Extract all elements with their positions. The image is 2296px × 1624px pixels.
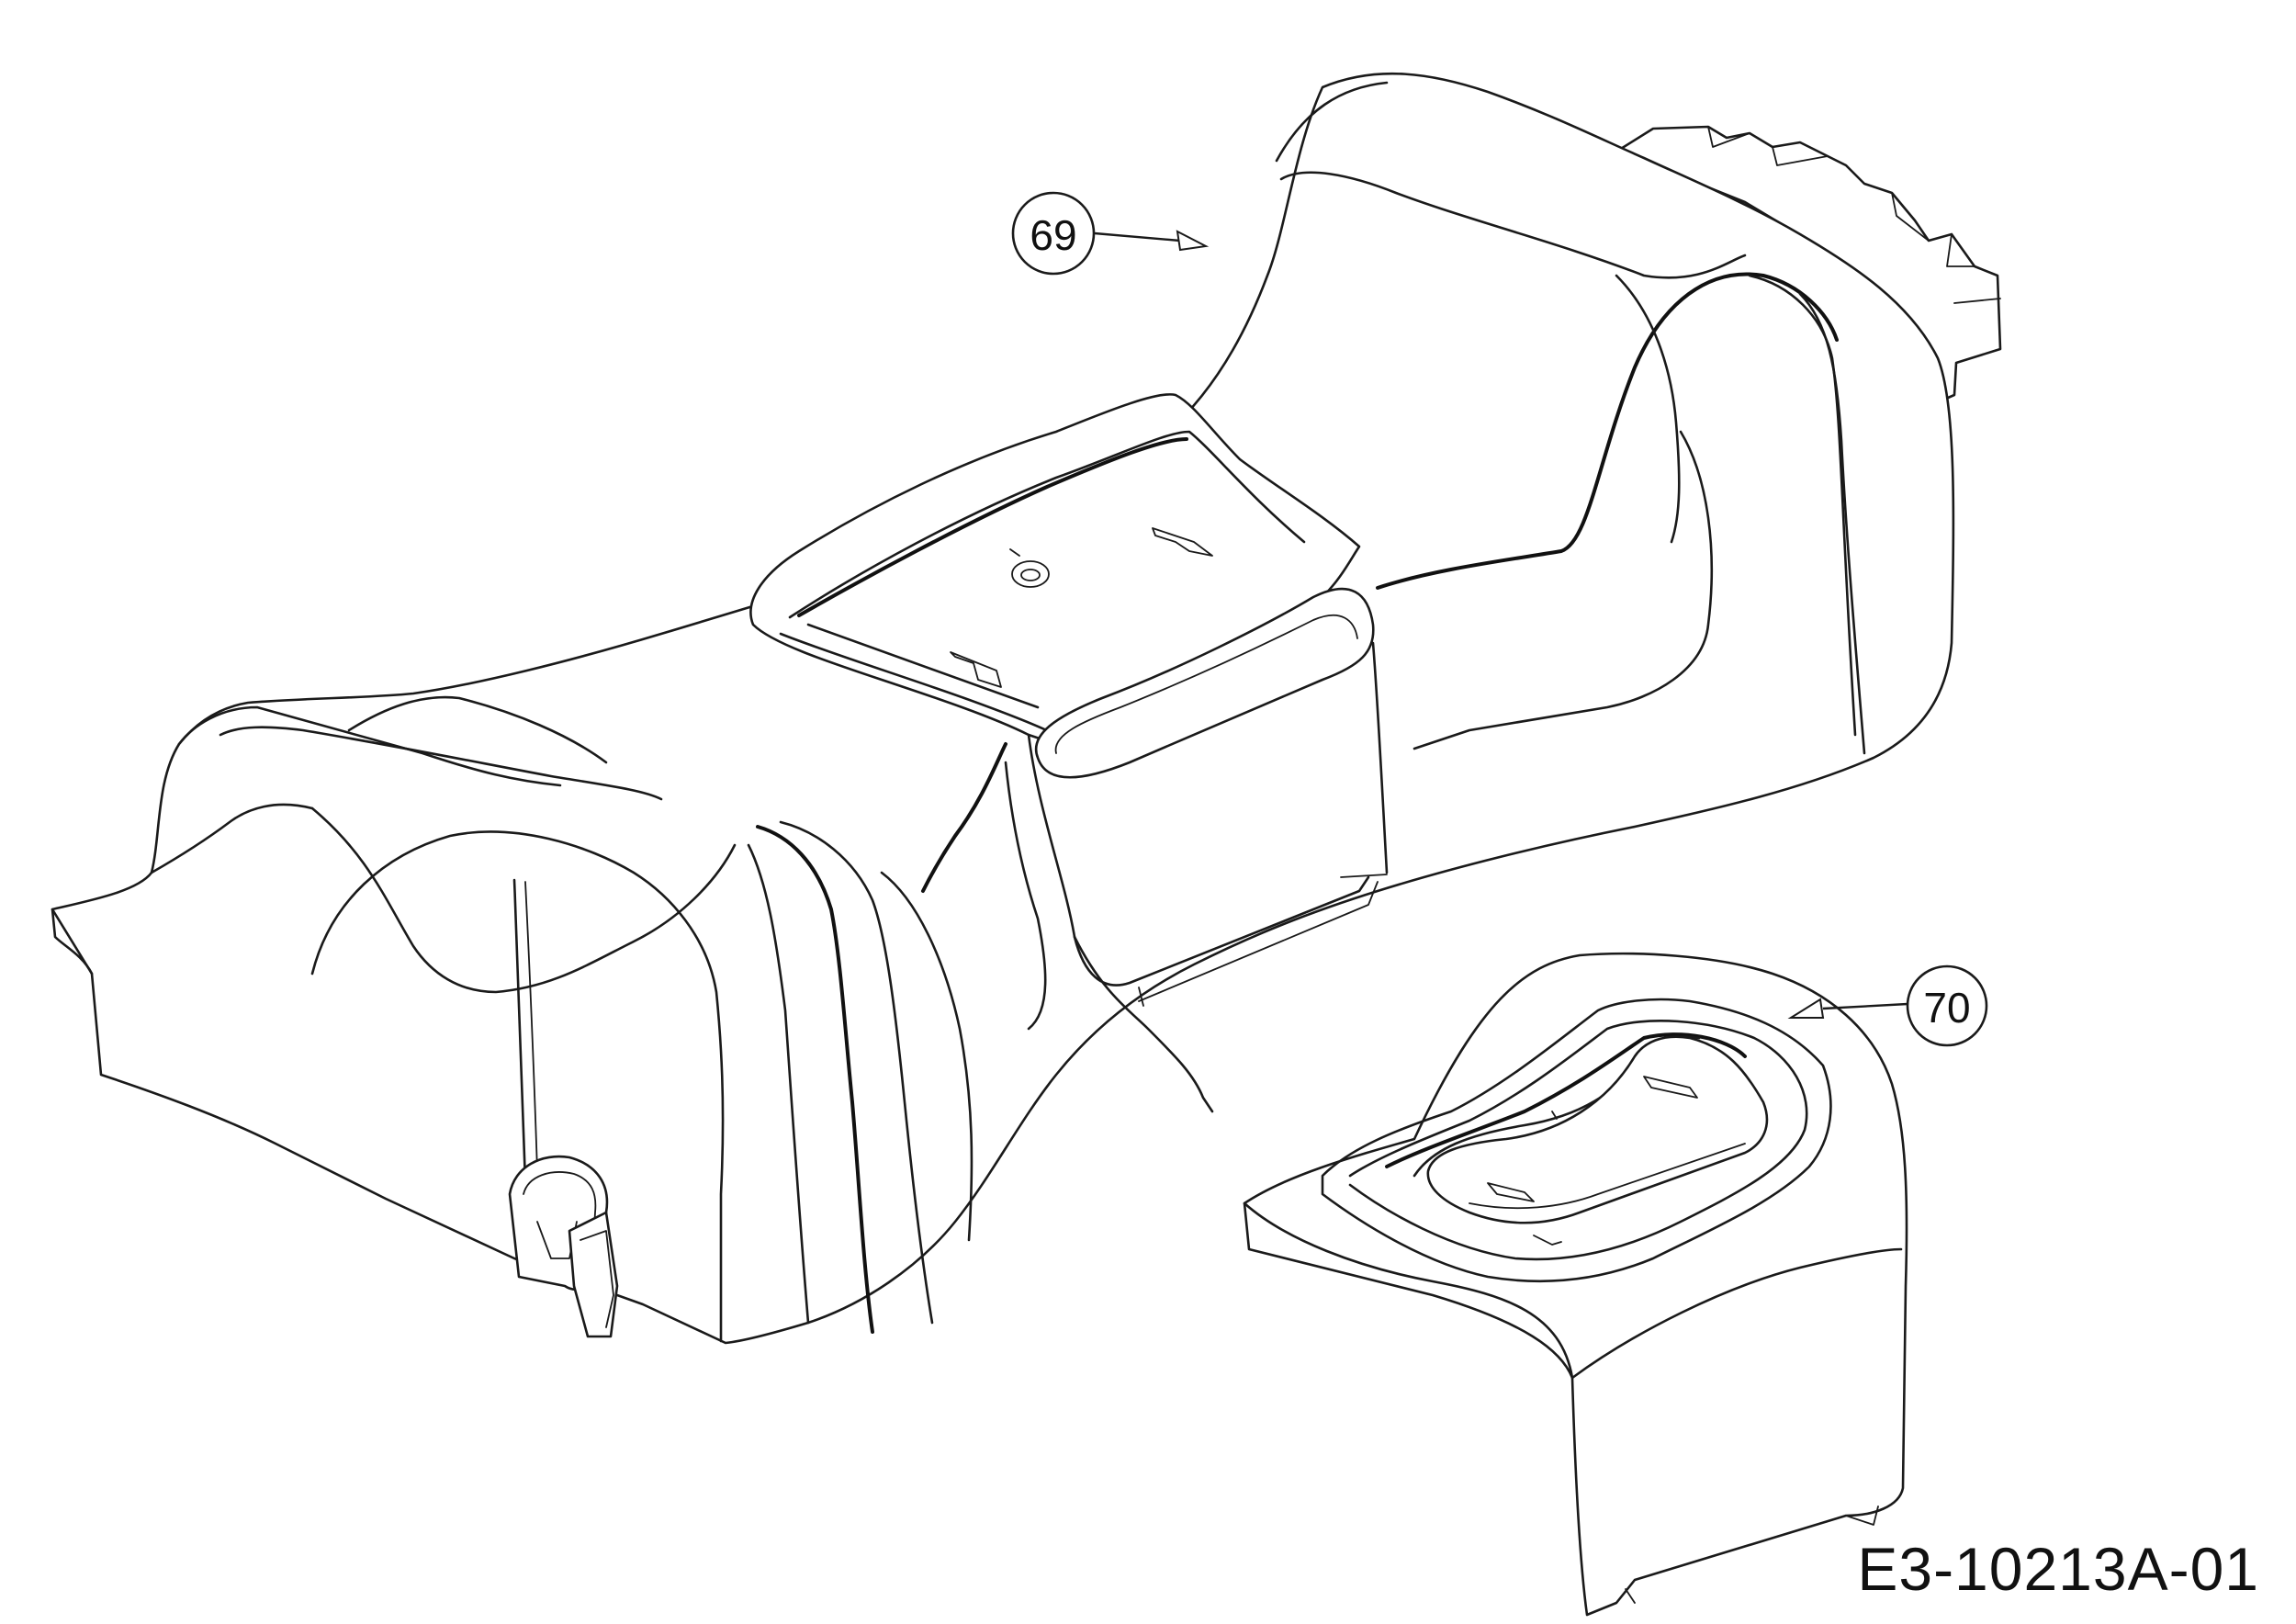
mounting-clip [508,1155,619,1338]
drawing-code: E3-10213A-01 [1857,1535,2259,1603]
callout-69: 69 [1011,191,1210,276]
part-69-body-cover [51,72,2002,1345]
seat-recess-features [950,527,1213,688]
callout-69-label: 69 [1030,211,1076,259]
part-70-small-cover [1243,952,1908,1617]
callout-70-label: 70 [1923,984,1970,1032]
callout-70: 70 [1787,964,1988,1047]
